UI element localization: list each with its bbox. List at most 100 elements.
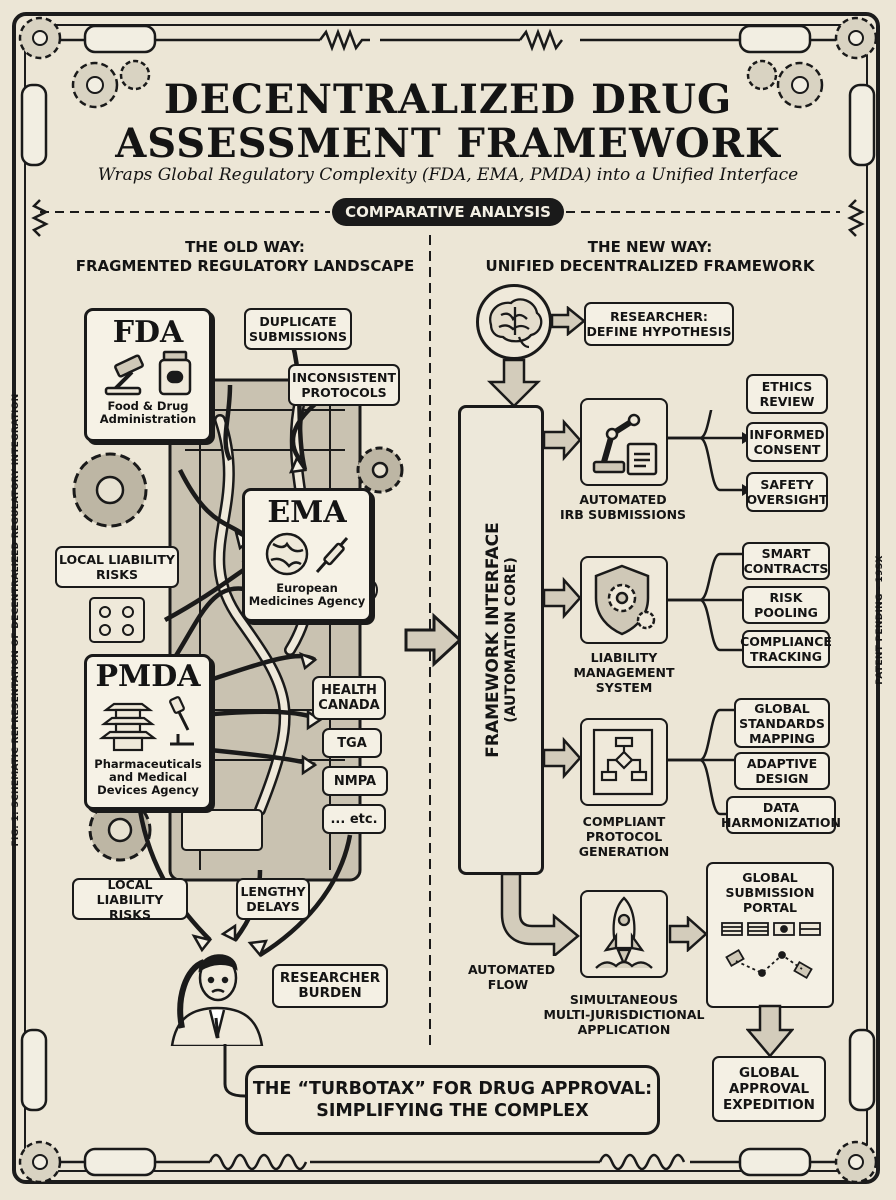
- protocol-icon-box: [580, 718, 668, 806]
- standards-line2: STANDARDS: [739, 715, 825, 731]
- smart-line2: CONTRACTS: [743, 561, 829, 576]
- lengthy-line1: LENGTHY: [240, 884, 306, 899]
- pmda-full-line3: Devices Agency: [97, 783, 199, 797]
- researcher-line1: RESEARCHER:: [610, 309, 708, 324]
- irb-line2: IRB SUBMISSIONS: [559, 507, 687, 522]
- etc-box: ... etc.: [322, 804, 386, 834]
- banner-line2: SIMPLIFYING THE COMPLEX: [316, 1101, 589, 1121]
- core-line1: FRAMEWORK INTERFACE: [483, 522, 503, 758]
- lengthy-delays-callout: LENGTHY DELAYS: [236, 878, 310, 920]
- banner-line1: THE “TURBOTAX” FOR DRUG APPROVAL:: [252, 1079, 653, 1099]
- liability-line2: MANAGEMENT: [573, 665, 675, 680]
- pmda-full-line2: and Medical: [108, 770, 188, 784]
- arrow-to-researcher: [550, 306, 586, 336]
- safety-oversight-box: SAFETY OVERSIGHT: [746, 472, 828, 512]
- approval-line1: GLOBAL: [738, 1065, 800, 1081]
- fda-box: FDA Food & Drug Administration: [84, 308, 212, 442]
- banner-connector: [223, 1044, 246, 1098]
- automated-flow-label: AUTOMATED FLOW: [468, 962, 556, 992]
- title-line-2: ASSESSMENT FRAMEWORK: [115, 120, 781, 167]
- adaptive-design-box: ADAPTIVE DESIGN: [734, 752, 830, 790]
- ethics-line1: ETHICS: [761, 379, 813, 394]
- informed-consent-box: INFORMED CONSENT: [746, 422, 828, 462]
- adaptive-line1: ADAPTIVE: [746, 756, 818, 771]
- global-submission-portal-box: GLOBAL SUBMISSION PORTAL: [706, 862, 834, 1008]
- local-liability-bottom-line1: LOCAL: [107, 876, 153, 892]
- compliance-line1: COMPLIANCE: [740, 634, 832, 649]
- local-liability-top-line2: RISKS: [96, 567, 138, 582]
- protocol-label: COMPLIANT PROTOCOL GENERATION: [560, 814, 688, 859]
- local-liability-top-line1: LOCAL LIABILITY: [59, 552, 175, 567]
- risk-line1: RISK: [769, 590, 803, 605]
- fda-full-line2: Administration: [99, 412, 197, 426]
- approval-line3: EXPEDITION: [723, 1097, 815, 1113]
- consent-line1: INFORMED: [749, 427, 825, 442]
- shield-gear-icon: [594, 564, 656, 636]
- side-label-left: FIG. 1: SCHEMATIC REPRESENTATION OF DECE…: [11, 393, 21, 847]
- portal-line2: SUBMISSION: [725, 885, 815, 900]
- section-label: COMPARATIVE ANALYSIS: [332, 198, 564, 226]
- safety-line1: SAFETY: [760, 477, 814, 492]
- gavel-and-pill-bottle-icon: [104, 350, 192, 396]
- local-liability-risks-callout: LOCAL LIABILITY RISKS: [55, 546, 179, 588]
- duplicate-line2: SUBMISSIONS: [249, 329, 347, 344]
- subtitle: Wraps Global Regulatory Complexity (FDA,…: [97, 165, 799, 185]
- researcher-burden-line2: BURDEN: [298, 985, 362, 1001]
- safety-line2: OVERSIGHT: [746, 492, 828, 507]
- outer-frame: [12, 12, 880, 1184]
- turbotax-banner: THE “TURBOTAX” FOR DRUG APPROVAL: SIMPLI…: [245, 1065, 660, 1135]
- smart-contracts-box: SMART CONTRACTS: [742, 542, 830, 580]
- old-way-heading-line1: THE OLD WAY:: [185, 238, 305, 256]
- automated-flow-line2: FLOW: [487, 977, 529, 992]
- compliance-tracking-box: COMPLIANCE TRACKING: [740, 630, 832, 668]
- new-way-heading: THE NEW WAY: UNIFIED DECENTRALIZED FRAME…: [450, 238, 850, 276]
- brain-icon: [489, 298, 543, 349]
- pmda-box: PMDA Pharmaceuticals and Medical Devices…: [84, 654, 212, 810]
- ethics-line2: REVIEW: [759, 394, 815, 409]
- data-harmonization-box: DATA HARMONIZATION: [721, 796, 841, 834]
- simultaneous-line1: SIMULTANEOUS: [569, 992, 679, 1007]
- irb-line1: AUTOMATED: [579, 492, 667, 507]
- portal-line1: GLOBAL: [742, 870, 798, 885]
- automated-flow-line1: AUTOMATED: [468, 962, 556, 977]
- old-way-heading-line2: FRAGMENTED REGULATORY LANDSCAPE: [75, 257, 415, 275]
- old-way-heading: THE OLD WAY: FRAGMENTED REGULATORY LANDS…: [60, 238, 430, 276]
- standards-line1: GLOBAL: [754, 700, 810, 716]
- inner-frame: [24, 24, 868, 1172]
- global-standards-mapping-box: GLOBAL STANDARDS MAPPING: [734, 698, 830, 748]
- new-way-heading-line1: THE NEW WAY:: [587, 238, 713, 256]
- fda-full-line1: Food & Drug: [107, 399, 189, 413]
- protocol-line3: GENERATION: [578, 844, 670, 859]
- core-line2: (AUTOMATION CORE): [503, 557, 519, 723]
- duplicate-submissions-callout: DUPLICATE SUBMISSIONS: [244, 308, 352, 350]
- rocket-icon-box: [580, 890, 668, 978]
- consent-line2: CONSENT: [753, 442, 821, 457]
- flowchart-scroll-icon: [592, 728, 654, 796]
- new-way-heading-line2: UNIFIED DECENTRALIZED FRAMEWORK: [485, 257, 815, 275]
- data-line1: DATA: [762, 800, 800, 815]
- liability-icon-box: [580, 556, 668, 644]
- health-canada-box: HEALTH CANADA: [312, 676, 386, 720]
- portal-line3: PORTAL: [742, 900, 798, 915]
- standards-line3: MAPPING: [749, 730, 815, 746]
- transition-arrow-icon: [404, 612, 463, 668]
- researcher-line2: DEFINE HYPOTHESIS: [586, 324, 732, 339]
- pagoda-and-microscope-icon: [98, 696, 194, 752]
- arrow-down-to-core: [486, 358, 542, 408]
- fda-abbr: FDA: [112, 315, 184, 350]
- ema-abbr: EMA: [267, 495, 347, 530]
- brain-circle: [476, 284, 552, 360]
- automated-flow-arrow: [500, 872, 580, 956]
- simultaneous-line3: APPLICATION: [577, 1022, 671, 1037]
- ema-full-line2: Medicines Agency: [248, 594, 366, 608]
- ema-box: EMA European Medicines Agency: [242, 488, 372, 622]
- globe-and-syringe-icon: [265, 532, 349, 576]
- health-canada-line2: CANADA: [318, 698, 380, 713]
- arrow-to-portal: [668, 916, 708, 952]
- framework-interface-core: [458, 405, 544, 875]
- ema-full-line1: European: [276, 581, 338, 595]
- duplicate-line1: DUPLICATE: [259, 314, 337, 329]
- data-line2: HARMONIZATION: [721, 815, 841, 830]
- protocol-line1: COMPLIANT: [582, 814, 666, 829]
